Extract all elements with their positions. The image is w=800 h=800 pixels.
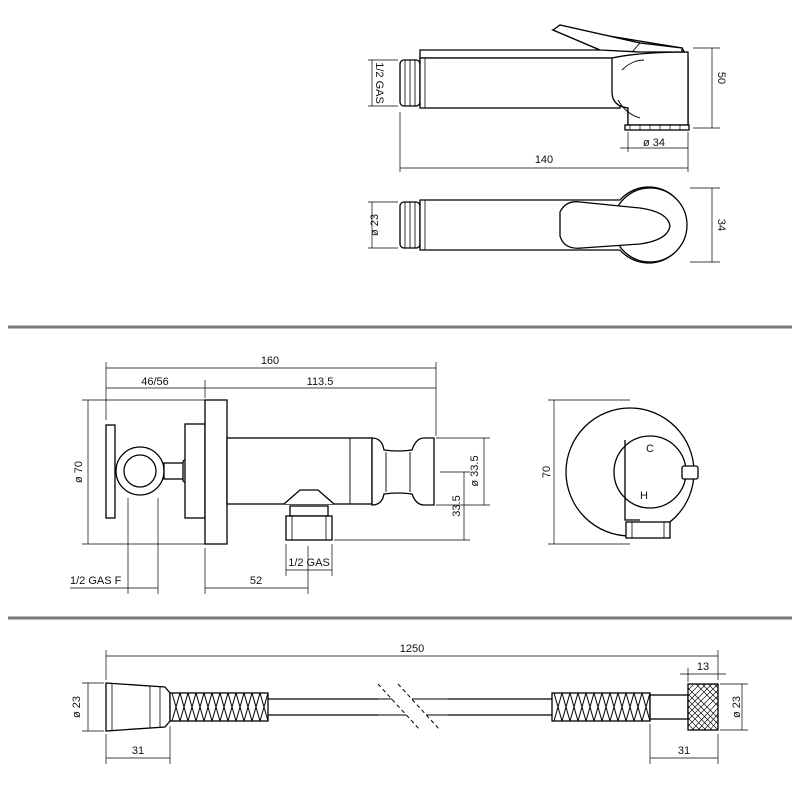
hose-left-len-label: 31 <box>132 745 144 757</box>
hose-length-label: 1250 <box>400 643 424 655</box>
hose-spring-right <box>553 692 651 722</box>
hose-left-dia-label: ø 23 <box>71 696 83 718</box>
spray-width-label: 34 <box>715 219 727 231</box>
spray-top-dia-label: ø 23 <box>369 214 381 236</box>
spray-top-dimensions <box>368 187 720 263</box>
valve-outlet-height-label: 33.5 <box>451 495 463 516</box>
valve-plate-dia-label: ø 70 <box>73 461 85 483</box>
spray-thread-label: 1/2 GAS <box>373 62 385 104</box>
valve-outlet-offset-label: 52 <box>250 575 262 587</box>
valve-inlet-thread-label: 1/2 GAS F <box>70 575 122 587</box>
valve-left-label: 46/56 <box>141 376 169 388</box>
valve-right-label: 113.5 <box>307 376 334 388</box>
hose-right-len-label: 31 <box>678 745 690 757</box>
front-mark-cold: C <box>646 443 654 455</box>
front-plate-dia-label: 70 <box>541 466 553 478</box>
valve-total-label: 160 <box>261 355 279 367</box>
hose-knurl <box>687 683 719 731</box>
hose-spring-left <box>171 692 269 722</box>
hose-break-mark <box>377 683 552 731</box>
spray-side-view <box>399 24 690 131</box>
spray-head-dia-label: ø 34 <box>643 137 665 149</box>
valve-front-view <box>565 407 699 539</box>
hose-right-dia-label: ø 23 <box>731 696 743 718</box>
spray-side-dimensions <box>368 47 720 172</box>
spray-height-label: 50 <box>715 72 727 84</box>
hose-dimensions <box>82 650 748 764</box>
valve-outlet-thread-label: 1/2 GAS <box>288 557 330 569</box>
spray-top-view <box>399 186 688 264</box>
spray-length-label: 140 <box>535 154 553 166</box>
valve-cradle-dia-label: ø 33.5 <box>469 455 481 486</box>
hose-nut-width-label: 13 <box>697 661 709 673</box>
valve-side-view <box>105 399 435 545</box>
front-mark-hot: H <box>640 490 648 502</box>
valve-side-dimensions <box>70 362 490 594</box>
valve-front-dimensions <box>548 399 630 545</box>
